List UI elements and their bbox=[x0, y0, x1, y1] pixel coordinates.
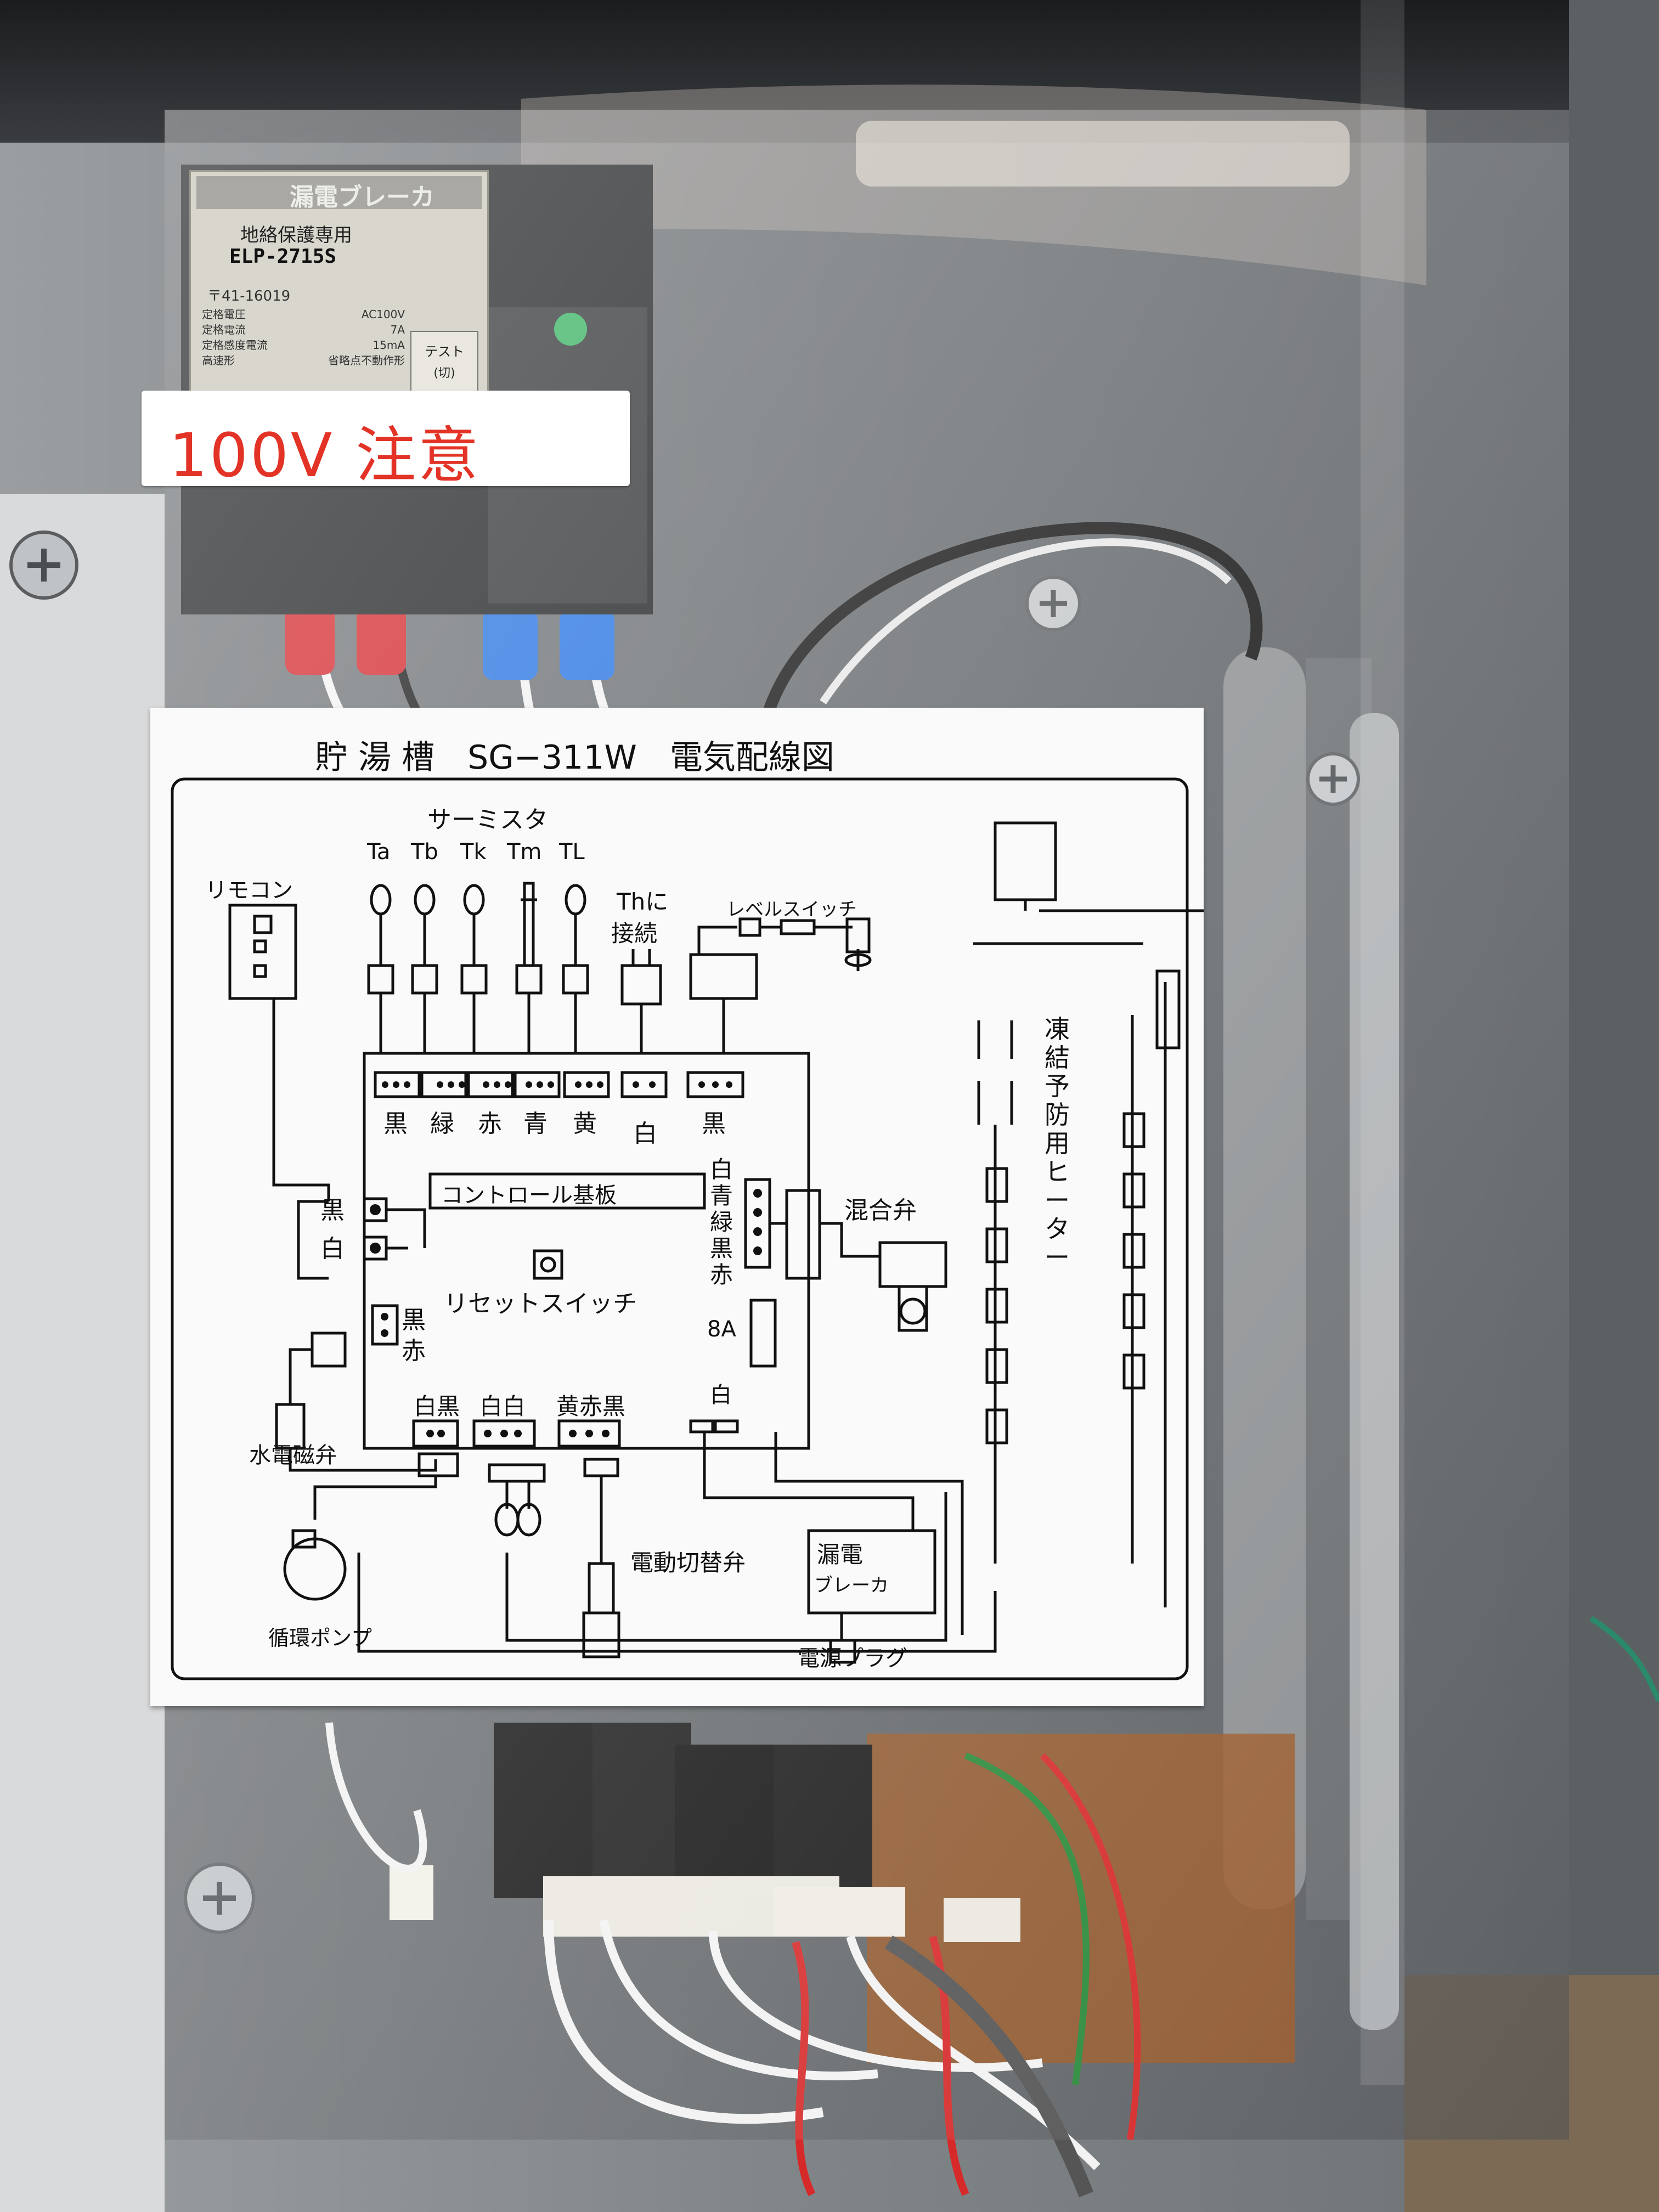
circulation-pump-label: 循環ポンプ bbox=[268, 1626, 372, 1650]
water-valve-label: 水電磁弁 bbox=[249, 1443, 337, 1468]
spec-row: 高速形 省略点不動作形 bbox=[202, 353, 405, 368]
test-sub-label: (切) bbox=[433, 366, 455, 380]
spec-value: AC100V bbox=[361, 308, 405, 321]
spec-label: 定格電流 bbox=[202, 323, 246, 336]
warning-text: 100V 注意 bbox=[169, 420, 481, 490]
breaker-cert: 〒41-16019 bbox=[207, 288, 291, 304]
wire-color-right-3: 緑 bbox=[710, 1209, 733, 1235]
wire-color-top-4: 青 bbox=[523, 1110, 548, 1138]
remote-label: リモコン bbox=[205, 878, 293, 903]
heater-label: 凍結予防用ヒーター bbox=[1045, 1014, 1070, 1272]
breaker-model: ELP-2715S bbox=[229, 245, 337, 268]
wire-color-right-4: 黒 bbox=[710, 1235, 733, 1262]
reset-switch-label: リセットスイッチ bbox=[444, 1290, 637, 1318]
wire-color-top-7: 黒 bbox=[702, 1110, 726, 1138]
fuse-label: 8A bbox=[707, 1317, 736, 1342]
spec-value: 7A bbox=[390, 323, 405, 336]
spec-value: 15mA bbox=[373, 338, 405, 352]
breaker-brand-text: 漏電ブレーカ bbox=[290, 183, 435, 211]
breaker-name: 地絡保護専用 bbox=[240, 224, 352, 246]
thermistor-label: サーミスタ bbox=[427, 806, 548, 834]
level-switch-label: レベルスイッチ bbox=[726, 899, 857, 921]
wire-color-top-3: 赤 bbox=[478, 1110, 502, 1138]
test-button[interactable]: テスト (切) bbox=[410, 331, 478, 393]
fuse-white-label: 白 bbox=[710, 1383, 732, 1408]
leak-breaker-label-2: ブレーカ bbox=[814, 1575, 889, 1596]
wiring-diagram bbox=[171, 777, 1209, 1680]
control-board-label: コントロール基板 bbox=[441, 1183, 617, 1208]
sensor-label-tm: Tm bbox=[507, 839, 542, 865]
diagram-title: 貯 湯 槽 SG−311W 電気配線図 bbox=[315, 738, 834, 777]
spec-label: 高速形 bbox=[202, 354, 235, 367]
wire-color-top-5: 黄 bbox=[573, 1110, 597, 1138]
breaker-nameplate: 漏電ブレーカ 地絡保護専用 ELP-2715S 〒41-16019 定格電圧 A… bbox=[189, 170, 489, 415]
sensor-label-tl: TL bbox=[559, 839, 585, 865]
sensor-label-ta: Ta bbox=[367, 839, 391, 865]
wire-color-right-5: 赤 bbox=[710, 1261, 733, 1288]
wire-color-right-1: 白 bbox=[710, 1156, 733, 1183]
wire-color-mid-2: 赤 bbox=[402, 1337, 426, 1365]
wire-color-top-1: 黒 bbox=[383, 1110, 408, 1138]
mixing-valve-label: 混合弁 bbox=[844, 1197, 917, 1224]
power-plug-label: 電源プラグ bbox=[798, 1646, 907, 1671]
breaker-brand bbox=[196, 176, 482, 209]
wire-color-top-2: 緑 bbox=[430, 1110, 454, 1138]
wire-color-top-6: 白 bbox=[633, 1120, 657, 1148]
spec-row: 定格感度電流 15mA bbox=[202, 337, 405, 353]
screw-icon bbox=[9, 531, 78, 600]
spec-label: 定格感度電流 bbox=[202, 338, 268, 352]
spec-value: 省略点不動作形 bbox=[328, 354, 405, 367]
test-label: テスト bbox=[425, 344, 464, 359]
wire-color-left-1: 黒 bbox=[320, 1197, 345, 1224]
wire-color-bottom-3: 黄赤黒 bbox=[556, 1393, 626, 1420]
breaker-specs: 定格電圧 AC100V 定格電流 7A 定格感度電流 15mA 高速形 省略点不… bbox=[202, 307, 405, 368]
spec-label: 定格電圧 bbox=[202, 308, 246, 321]
spec-row: 定格電流 7A bbox=[202, 322, 405, 337]
wire-color-bottom-2: 白白 bbox=[479, 1393, 526, 1420]
th-connect-label-2: 接続 bbox=[611, 920, 658, 947]
wiring-diagram-sticker: 貯 湯 槽 SG−311W 電気配線図 サーミスタ Ta Tb Tk Tm TL… bbox=[150, 708, 1209, 1706]
th-connect-label-1: Thに bbox=[617, 888, 669, 915]
wire-color-mid-1: 黒 bbox=[402, 1306, 426, 1334]
wire-color-bottom-1: 白黒 bbox=[414, 1393, 460, 1420]
warning-sticker: 100V 注意 bbox=[142, 391, 630, 490]
wire-color-right-2: 青 bbox=[710, 1182, 733, 1209]
sensor-label-tb: Tb bbox=[411, 839, 438, 865]
switch-valve-label: 電動切替弁 bbox=[630, 1549, 746, 1576]
wire-color-left-2: 白 bbox=[320, 1235, 345, 1263]
sensor-label-tk: Tk bbox=[460, 839, 487, 865]
spec-row: 定格電圧 AC100V bbox=[202, 307, 405, 322]
leak-breaker-label-1: 漏電 bbox=[817, 1541, 864, 1568]
